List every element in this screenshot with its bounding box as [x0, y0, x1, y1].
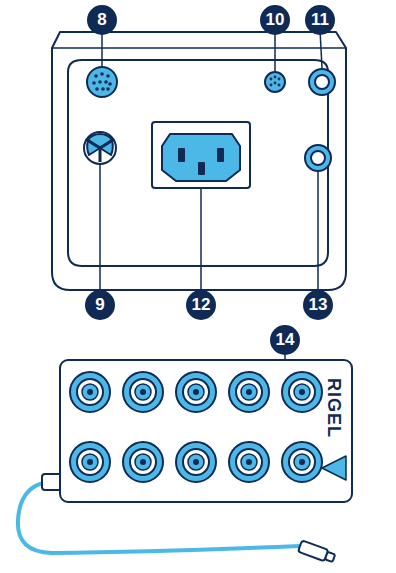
jack-socket: [309, 69, 335, 95]
banana-socket: [282, 372, 322, 412]
banana-socket: [229, 442, 269, 482]
mains-inlet: [152, 122, 250, 188]
plug: [298, 540, 336, 564]
callout-number: 14: [270, 325, 300, 355]
banana-socket: [176, 442, 216, 482]
banana-socket: [123, 372, 163, 412]
callout-number: 13: [303, 290, 333, 320]
banana-socket: [282, 442, 322, 482]
banana-socket: [123, 442, 163, 482]
banana-socket: [70, 442, 110, 482]
leader-lines: [100, 30, 322, 360]
brand-name: RIGEL: [324, 378, 344, 438]
brand-logo: [322, 456, 346, 480]
housing-lip: [52, 47, 346, 49]
banana-socket: [70, 372, 110, 412]
housing-outline: [52, 32, 346, 290]
callout-number: 8: [87, 5, 117, 35]
callout-number: 11: [305, 5, 335, 35]
banana-socket: [176, 372, 216, 412]
module-sockets: [70, 372, 322, 482]
earth-terminal: [84, 132, 116, 164]
jack-socket: [305, 145, 331, 171]
multi-pin-socket: [87, 67, 117, 97]
rear-panel: [68, 60, 328, 266]
callout-number: 10: [260, 5, 290, 35]
callout-number: 9: [85, 290, 115, 320]
banana-socket: [229, 372, 269, 412]
test-lead-module: [60, 360, 352, 502]
small-socket: [265, 72, 285, 92]
callout-number: 12: [186, 290, 216, 320]
